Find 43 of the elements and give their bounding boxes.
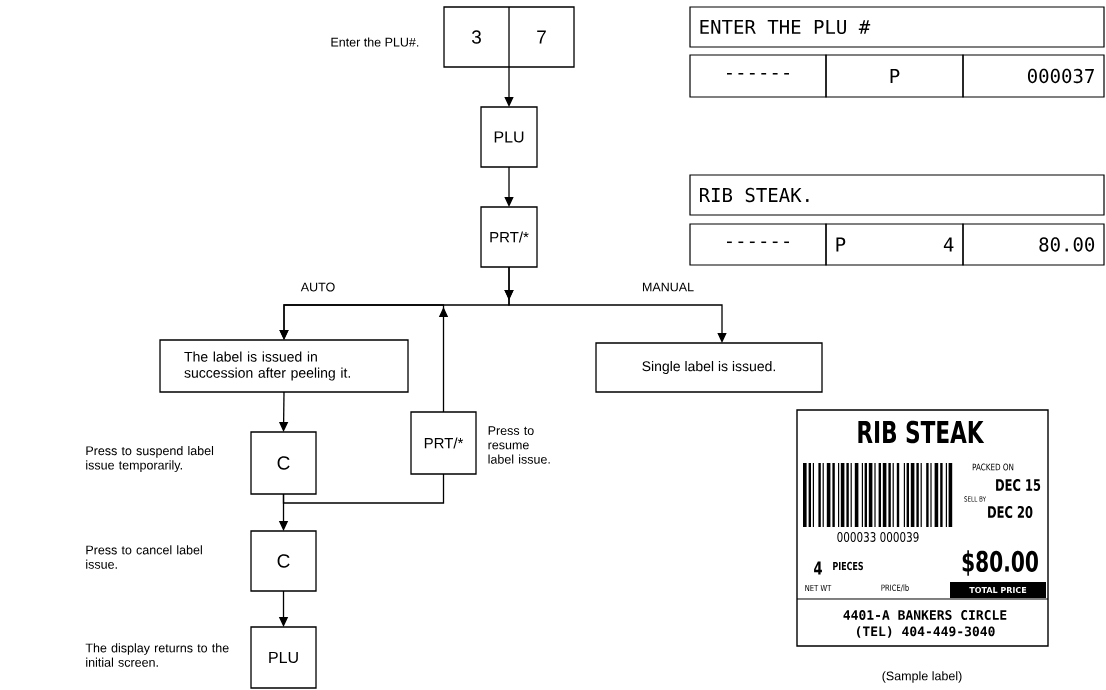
key-box: PLU (480, 106, 538, 168)
caption: (Sample label) (882, 671, 962, 683)
display-cell: ------ (689, 54, 827, 98)
label: 4 (943, 237, 954, 252)
label-text: PRICE/lb (881, 584, 909, 592)
label-text: PACKED ON (972, 463, 1014, 471)
instruction-text: Press to resume label issue. (488, 426, 550, 464)
arrow (504, 166, 514, 207)
key-box: PRT/* (480, 206, 538, 268)
display-cell: RIB STEAK. (689, 174, 1105, 216)
label-date: DEC 20 (988, 505, 1033, 519)
label-text: PIECES (833, 561, 863, 571)
label-price: $80.00 (962, 550, 1038, 576)
label: P (836, 237, 846, 252)
edge-label: MANUAL (640, 281, 696, 293)
edge-label: AUTO (299, 281, 337, 293)
instruction-text: Press to cancel label issue. (86, 545, 202, 569)
key-box: C (250, 431, 317, 495)
label-date: DEC 15 (996, 478, 1041, 492)
display-cell: ENTER THE PLU # (689, 6, 1105, 48)
key-box: 3 7 (443, 6, 575, 68)
label-count: 4 (814, 561, 822, 575)
display-cell: 80.00 (962, 223, 1105, 266)
key-box: PLU (250, 626, 317, 689)
label-address: 4401-A BANKERS CIRCLE (843, 610, 1007, 620)
instruction-text: Press to suspend label issue temporarily. (86, 445, 214, 472)
arrow (504, 266, 727, 343)
process-box: The label is issued in succession after peeling it. (159, 339, 409, 393)
instruction-text: The display returns to the initial screen. (85, 643, 229, 667)
display-cell: P (825, 54, 964, 98)
label-address: (TEL) 404-449-3040 (857, 626, 995, 638)
arrow (504, 66, 514, 107)
process-box: Single label is issued. (595, 342, 823, 393)
label-text: NET WT (805, 584, 832, 592)
display-cell: ------ (689, 223, 827, 266)
label-title: RIB STEAK (858, 420, 985, 444)
key-box: C (250, 530, 317, 592)
display-cell: 000037 (962, 54, 1105, 98)
barcode-number: 000033 000039 (837, 532, 919, 542)
key-box: PRT/* (410, 411, 477, 475)
instruction-text: Enter the PLU#. (331, 37, 419, 47)
display-cell: P 4 (825, 223, 964, 266)
label-text: TOTAL PRICE (969, 586, 1027, 593)
